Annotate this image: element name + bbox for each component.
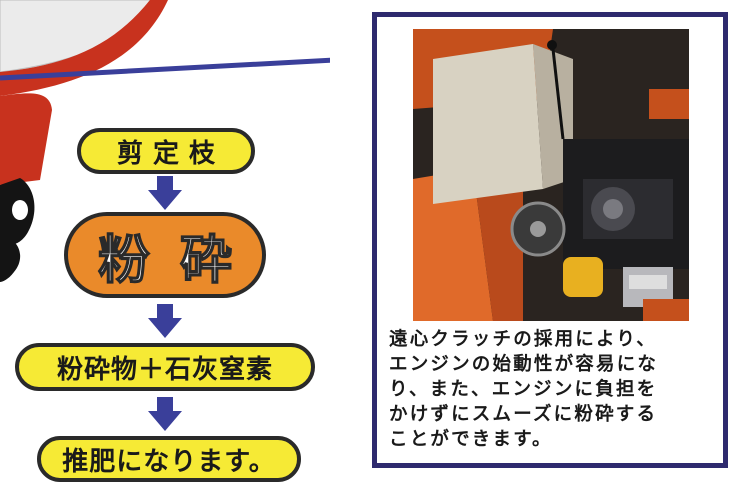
caption-line: 遠心クラッチの採用により、: [389, 329, 657, 350]
caption-line: かけずにスムーズに粉砕する: [389, 404, 658, 425]
caption-line: エンジンの始動性が容易にな: [389, 354, 659, 375]
arrow-down-icon: [148, 397, 182, 431]
caption-line: ことができます。: [389, 429, 553, 450]
flow-step-crush: 粉砕: [64, 212, 266, 298]
arrow-down-icon: [148, 304, 182, 338]
clutch-caption: 遠心クラッチの採用により、 エンジンの始動性が容易にな り、また、エンジンに負担…: [389, 327, 725, 452]
engine-clutch-photo: [413, 29, 689, 321]
flow-step-pruned-branches: 剪定枝: [77, 128, 255, 174]
caption-line: り、また、エンジンに負担を: [389, 379, 658, 400]
machine-illustration: [0, 0, 330, 282]
flow-step-compost: 推肥になります。: [37, 436, 301, 482]
arrow-down-icon: [148, 176, 182, 210]
clutch-callout: 遠心クラッチの採用により、 エンジンの始動性が容易にな り、また、エンジンに負担…: [372, 12, 728, 468]
flow-step-crushed-plus-lime: 粉砕物＋石灰窒素: [15, 343, 315, 391]
